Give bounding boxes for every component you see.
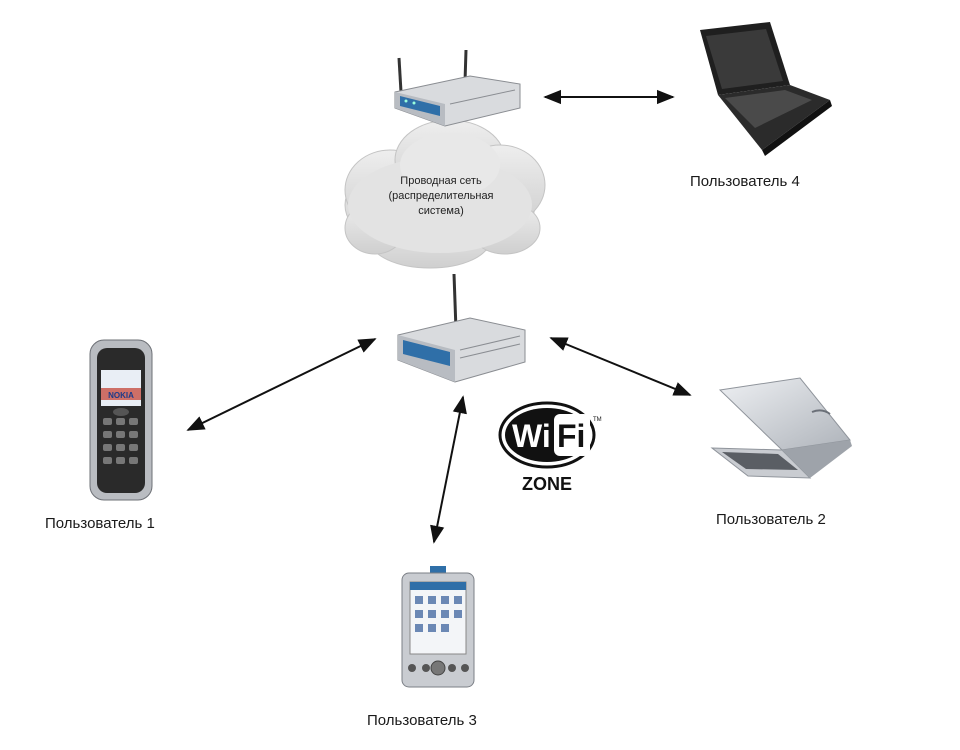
wifi-fi-text: Fi [557, 418, 585, 454]
wifi-tm-text: TM [593, 417, 602, 423]
arrow-ap-user3 [430, 395, 467, 544]
access-point-icon [397, 273, 526, 383]
pda-icon [401, 566, 475, 688]
black-laptop-icon [700, 22, 832, 156]
silver-laptop-icon [710, 377, 852, 479]
connection-arrows [186, 89, 692, 544]
cloud-caption-line-1: Проводная сеть [400, 175, 482, 187]
mobile-phone-icon: NOKIA [89, 339, 153, 501]
wifi-wi-text: Wi [512, 418, 551, 454]
wifi-zone-logo: Wi Fi TM ZONE [498, 401, 602, 494]
user4-label: Пользователь 4 [690, 173, 800, 190]
phone-brand-text: NOKIA [108, 391, 134, 400]
user3-label: Пользователь 3 [367, 712, 477, 729]
cloud-caption-line-2: (распределительная [388, 190, 494, 202]
wifi-zone-text: ZONE [522, 474, 572, 494]
cloud-icon [344, 119, 546, 269]
cloud-caption: Проводная сеть (распределительная систем… [362, 174, 520, 219]
arrow-ap-user1 [186, 338, 377, 431]
cloud-caption-line-3: система) [418, 205, 464, 217]
user2-label: Пользователь 2 [716, 511, 826, 528]
user1-label: Пользователь 1 [45, 515, 155, 532]
arrow-ap-user2 [549, 337, 692, 396]
wireless-router-icon [394, 49, 521, 127]
